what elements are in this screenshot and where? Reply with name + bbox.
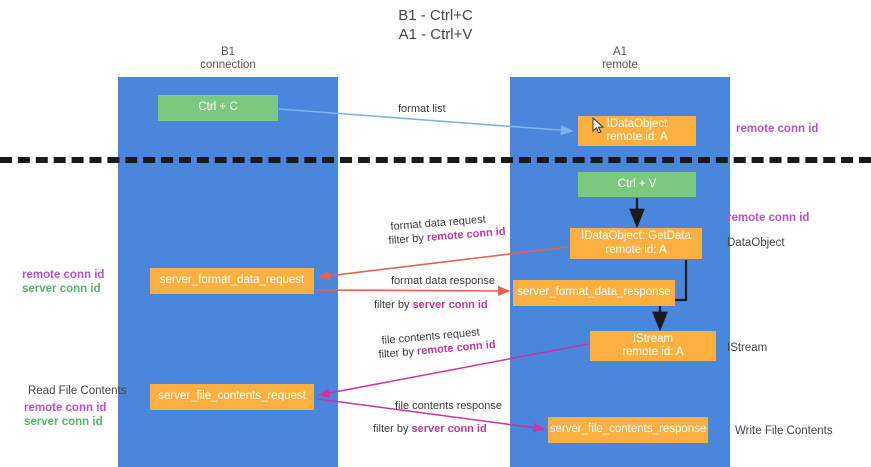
edge-label-format-data-response: format data response: [391, 275, 495, 287]
label-conn-id-pair-2: remote conn id server conn id: [24, 401, 106, 429]
label-server-conn-id-1: server conn id: [22, 283, 101, 295]
mouse-cursor-icon: [592, 117, 605, 134]
column-header-b1-role: connection: [200, 59, 256, 71]
node-ctrl-v[interactable]: Ctrl + V: [578, 172, 696, 197]
node-istream[interactable]: IStream remote id: A: [590, 331, 716, 361]
node-ctrl-c[interactable]: Ctrl + C: [158, 95, 278, 121]
edge-filter-file-contents-response: filter by server conn id: [373, 422, 487, 436]
filter-prefix: filter by: [373, 423, 412, 435]
label-remote-conn-id-1: remote conn id: [22, 269, 105, 281]
label-server-conn-id-2: server conn id: [24, 416, 103, 428]
label-conn-id-pair-1: remote conn id server conn id: [22, 268, 104, 296]
node-idataobject-line1: IDataObject: [606, 117, 668, 130]
label-remote-conn-id-2: remote conn id: [24, 402, 107, 414]
label-remote-conn-id-mid: remote conn id: [727, 212, 810, 224]
node-ctrl-v-label: Ctrl + V: [617, 177, 657, 190]
node-server-file-contents-request[interactable]: server_file_contents_request: [150, 384, 314, 410]
label-istream: IStream: [727, 342, 768, 354]
filter-prefix: filter by: [374, 299, 413, 311]
column-header-b1: B1 connection: [118, 46, 338, 72]
column-header-b1-name: B1: [220, 46, 236, 58]
edge-label-file-contents-response: file contents response: [395, 400, 503, 412]
phase-divider: [0, 157, 871, 163]
node-istream-line2: remote id: A: [622, 346, 684, 358]
node-server-format-data-response-label: server_format_data_response: [517, 286, 671, 299]
node-idataobject-line2: remote id: A: [606, 131, 668, 143]
filter-prefix: filter by: [378, 345, 418, 361]
node-ctrl-c-label: Ctrl + C: [198, 101, 238, 114]
node-server-format-data-response[interactable]: server_format_data_response: [513, 280, 675, 306]
filter-key: server conn id: [412, 299, 488, 311]
node-server-format-data-request[interactable]: server_format_data_request: [150, 268, 314, 294]
label-write-file-contents: Write File Contents: [735, 425, 833, 437]
filter-key: server conn id: [411, 423, 487, 435]
page-title: B1 - Ctrl+C A1 - Ctrl+V: [0, 6, 871, 44]
label-dataobject: DataObject: [727, 237, 785, 249]
node-server-file-contents-response-label: server_file_contents_response: [549, 423, 707, 436]
node-idataobject-getdata[interactable]: IDataObject::GetData remote id: A: [570, 228, 702, 259]
edge-filter-format-data-response: filter by server conn id: [374, 298, 488, 312]
title-line-1: B1 - Ctrl+C: [398, 7, 473, 24]
column-header-a1-name: A1: [612, 46, 628, 58]
label-read-file-contents: Read File Contents: [28, 385, 127, 397]
node-getdata-line2: remote id: A: [605, 243, 667, 256]
label-remote-conn-id-top: remote conn id: [736, 123, 819, 135]
title-line-2: A1 - Ctrl+V: [398, 26, 473, 43]
node-server-file-contents-request-label: server_file_contents_request: [158, 390, 306, 403]
node-server-file-contents-response[interactable]: server_file_contents_response: [548, 417, 708, 443]
node-istream-line1: IStream: [632, 332, 674, 345]
column-header-a1: A1 remote: [510, 46, 730, 72]
node-server-format-data-request-label: server_format_data_request: [159, 274, 305, 287]
filter-prefix: filter by: [388, 231, 428, 247]
edge-label-format-list: format list: [398, 103, 446, 115]
node-getdata-line1: IDataObject::GetData: [581, 230, 691, 242]
column-header-a1-role: remote: [602, 59, 638, 71]
